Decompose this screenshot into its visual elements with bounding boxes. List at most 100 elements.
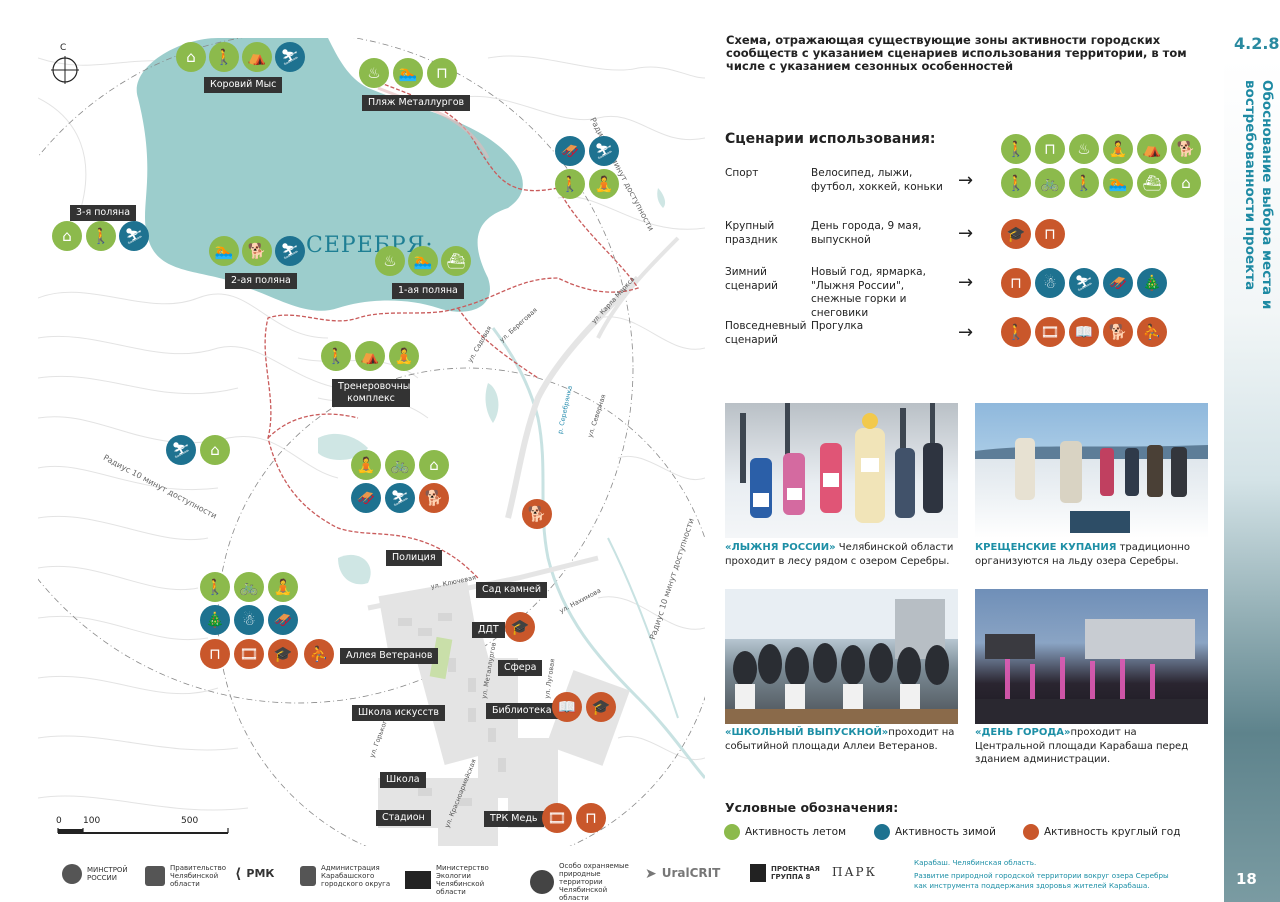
label-shkola: Школа [380, 772, 426, 788]
logo-text: ПАРК [832, 865, 877, 879]
bbq-icon: ♨ [375, 246, 405, 276]
label-korovy-mys: Коровий Мыс [204, 77, 283, 93]
logo-park: ПАРК [832, 865, 877, 880]
label-polyana1: 1-ая поляна [392, 283, 464, 299]
logo-proektnaya: ПРОЕКТНАЯ ГРУППА 8 [750, 864, 820, 882]
stall-icon: ⊓ [1001, 268, 1031, 298]
hiking-icon: 🚶 [555, 169, 585, 199]
caption-city-day: «ДЕНЬ ГОРОДА»проходит на Центральной пло… [975, 726, 1205, 767]
hut-icon: ⌂ [200, 435, 230, 465]
dog-icon: 🐕 [1103, 317, 1133, 347]
picnic-icon: ⊓ [427, 58, 457, 88]
photo-ski-race [725, 403, 958, 538]
caption-highlight: «ДЕНЬ ГОРОДА» [975, 727, 1071, 738]
walk-icon: 🚶 [1001, 317, 1031, 347]
film-icon: 🎞 [1035, 317, 1065, 347]
legend-summer-dot [724, 824, 740, 840]
logo-text: Администрация Карабашского городского ок… [321, 864, 391, 889]
footer-line3: как инструмента поддержания здоровья жит… [914, 881, 1150, 890]
stretch-icon: 🧘 [351, 450, 381, 480]
swim-icon: 🏊 [1103, 168, 1133, 198]
dog-icon: 🐕 [522, 499, 552, 529]
caption-highlight: «ЛЫЖНЯ РОССИИ» [725, 542, 836, 553]
emblem-icon [145, 866, 165, 887]
logo-text: Министерство Экологии Челябинской област… [436, 864, 489, 897]
stall-icon: ⊓ [576, 803, 606, 833]
dog-icon: 🐕 [242, 236, 272, 266]
hiking-icon: 🚶 [1001, 134, 1031, 164]
legend-winter-dot [874, 824, 890, 840]
sled-icon: 🛷 [351, 483, 381, 513]
label-trenirovochny: Тренеровочный комплекс [332, 379, 417, 407]
hiking-icon: 🚶 [321, 341, 351, 371]
hut-icon: ⌂ [419, 450, 449, 480]
ski-icon: ⛷ [275, 236, 305, 266]
ski-icon: ⛷ [275, 42, 305, 72]
logo-pravitelstvo: Правительство Челябинской области [145, 864, 226, 889]
scenario-desc: Прогулка [811, 320, 864, 332]
page-number: 18 [1236, 870, 1257, 888]
dog-icon: 🐕 [419, 483, 449, 513]
label-polyana2: 2-ая поляна [225, 273, 297, 289]
logo-text: UralCRIT [661, 866, 721, 881]
snowman-icon: ☃ [1035, 268, 1065, 298]
bike-icon: 🚲 [234, 572, 264, 602]
boat-icon: ⛴ [1137, 168, 1167, 198]
ski-icon: ⛷ [385, 483, 415, 513]
ski-icon: ⛷ [1069, 268, 1099, 298]
scale-zero: 0 [56, 816, 62, 826]
legend-year: Активность круглый год [1044, 826, 1181, 838]
caption-graduation: «ШКОЛЬНЫЙ ВЫПУСКНОЙ»проходит на событийн… [725, 726, 965, 753]
caption-text: проходит на Центральной площади Карабаша… [975, 727, 1189, 765]
arrow-icon: → [958, 272, 974, 293]
footer-line1: Карабаш. Челябинская область. [914, 858, 1037, 867]
scenario-desc: День города, 9 мая, выпускной [811, 220, 922, 246]
caption-highlight: КРЕЩЕНСКИЕ КУПАНИЯ [975, 542, 1117, 553]
logo-rmk: ⟨ РМК [235, 866, 274, 882]
label-sfera: Сфера [498, 660, 543, 676]
label-sad-kamney: Сад камней [476, 582, 547, 598]
hiking-icon: 🚶 [86, 221, 116, 251]
legend-year-dot [1023, 824, 1039, 840]
footer-line2: Развитие природной городской территории … [914, 871, 1169, 880]
hiking-icon: 🚶 [209, 42, 239, 72]
arrow-icon: → [958, 322, 974, 343]
tree-icon: 🎄 [200, 605, 230, 635]
caption-text: проходит на событийной площади Аллеи Вет… [725, 727, 955, 752]
scenarios-title: Сценарии использования: [725, 131, 936, 147]
boat-icon: ⛴ [441, 246, 471, 276]
emblem-icon [405, 871, 431, 890]
tent-icon: ⛺ [355, 341, 385, 371]
logo-text: Особо охраняемые природные территории Че… [559, 862, 629, 902]
legend-winter: Активность зимой [895, 826, 996, 838]
stretch-icon: 🧘 [1103, 134, 1133, 164]
hut-icon: ⌂ [176, 42, 206, 72]
legend-title: Условные обозначения: [725, 800, 899, 815]
compass-label: С [60, 43, 67, 53]
legend-summer: Активность летом [745, 826, 846, 838]
scale-mid: 100 [83, 816, 101, 826]
label-plyazh: Пляж Металлургов [362, 95, 471, 111]
caption-text: Челябинской области проходит в лесу рядо… [725, 542, 954, 567]
scenario-desc: Велосипед, лыжи, футбол, хоккей, коньки [811, 167, 943, 193]
logo-text: РМК [246, 866, 275, 880]
label-alleya: Аллея Ветеранов [340, 648, 439, 664]
book-icon: 📖 [1069, 317, 1099, 347]
cap-icon: 🎓 [505, 612, 535, 642]
snowman-icon: ☃ [234, 605, 264, 635]
sled-icon: 🛷 [555, 136, 585, 166]
logo-minstroy: МИНСТРОЙ РОССИИ [62, 864, 132, 884]
stretch-icon: 🧘 [268, 572, 298, 602]
film-icon: 🎞 [234, 639, 264, 669]
cap-icon: 🎓 [1001, 219, 1031, 249]
logo-text: Правительство Челябинской области [170, 864, 226, 889]
hiking-icon: 🚶 [200, 572, 230, 602]
bbq-icon: ♨ [1069, 134, 1099, 164]
rmk-mark-icon: ⟨ [235, 866, 242, 882]
bike-icon: 🚲 [385, 450, 415, 480]
tent-icon: ⛺ [1137, 134, 1167, 164]
scenario-desc: Новый год, ярмарка, "Лыжня России", снеж… [811, 266, 926, 319]
cap-icon: 🎓 [268, 639, 298, 669]
arrow-icon: → [958, 223, 974, 244]
sled-icon: 🛷 [1103, 268, 1133, 298]
